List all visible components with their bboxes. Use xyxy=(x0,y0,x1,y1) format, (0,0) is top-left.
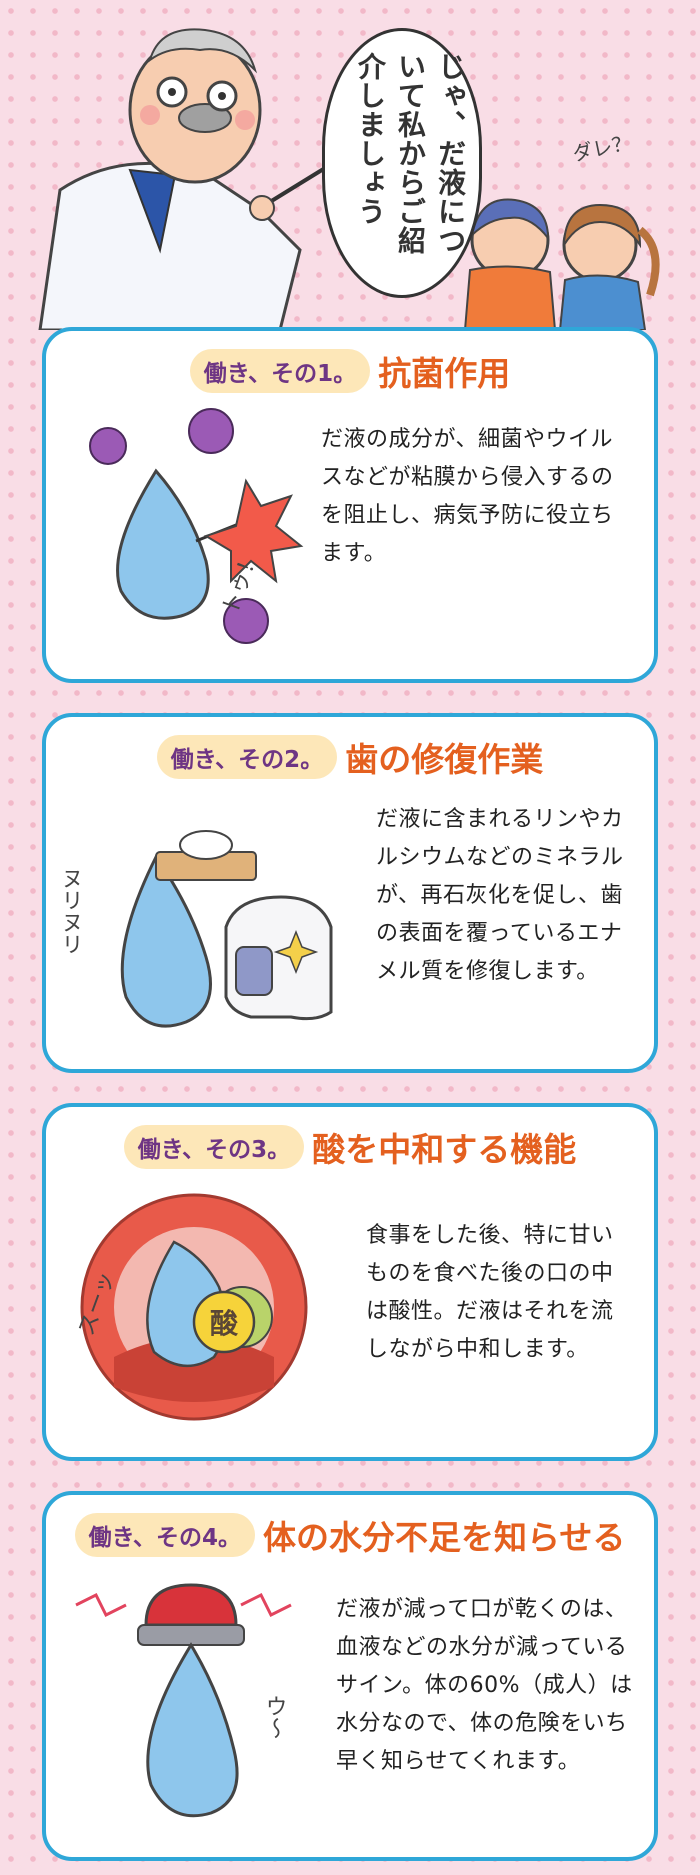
card-tag: 働き、その3。 xyxy=(123,1125,305,1169)
children-illustration xyxy=(463,198,660,330)
siren-icon: ウ〜 xyxy=(75,1583,292,1818)
card-water-shortage: 働き、その4。体の水分不足を知らせる ウ〜 だ液が減って口が乾くのは、血液などの… xyxy=(42,1491,658,1861)
card-body: 食事をした後、特に甘いものを食べた後の口の中は酸性。だ液はそれを流しながら中和し… xyxy=(366,1223,614,1362)
hero-section: じゃ、だ液について私からご紹介しましょう ダレ？ xyxy=(0,0,700,330)
acid-label: 酸 xyxy=(210,1307,239,1340)
card-body: だ液に含まれるリンやカルシウムなどのミネラルが、再石灰化を促し、歯の表面を覆って… xyxy=(376,807,624,984)
card-title: 酸を中和する機能 xyxy=(312,1130,577,1169)
tooth-icon: ヌリヌリ xyxy=(58,830,333,1028)
card-tag: 働き、その1。 xyxy=(189,349,371,393)
card-body: だ液の成分が、細菌やウイルスなどが粘膜から侵入するのを阻止し、病気予防に役立ちま… xyxy=(321,427,614,566)
card-tag: 働き、その4。 xyxy=(74,1513,256,1557)
card-tooth-repair: 働き、その2。歯の修復作業 ヌリヌリ だ液に含まれるリンやカルシウムなどのミネラ… xyxy=(42,713,658,1073)
card-title: 体の水分不足を知らせる xyxy=(263,1518,626,1557)
card-heading: 働き、その1。抗菌作用 xyxy=(46,347,654,395)
card-title: 抗菌作用 xyxy=(378,354,511,393)
card-antibacterial: 働き、その1。抗菌作用 トゥ！ だ液の成分が、細菌やウイルスなどが粘膜から侵入す… xyxy=(42,327,658,683)
card-heading: 働き、その4。体の水分不足を知らせる xyxy=(46,1511,654,1559)
card-title: 歯の修復作業 xyxy=(345,740,544,779)
card-tag: 働き、その2。 xyxy=(156,735,338,779)
card-neutralize-acid: 働き、その3。酸を中和する機能 酸 スーッ 食事をした後、特に甘いものを食べた後… xyxy=(42,1103,658,1461)
germ-icon xyxy=(89,408,269,644)
card4-sfx: ウ〜 xyxy=(262,1695,287,1739)
card-heading: 働き、その3。酸を中和する機能 xyxy=(46,1123,654,1171)
card2-sfx: ヌリヌリ xyxy=(58,867,83,955)
card-body: だ液が減って口が乾くのは、血液などの水分が減っているサイン。体の60%（成人）は… xyxy=(336,1597,633,1774)
speech-text: じゃ、だ液について私からご紹介しましょう xyxy=(354,52,467,255)
doctor-illustration xyxy=(38,28,660,330)
mouth-icon: 酸 スーッ xyxy=(74,1193,308,1421)
speech-bubble xyxy=(322,28,482,298)
water-drop-icon: トゥ！ xyxy=(89,408,304,644)
card-heading: 働き、その2。歯の修復作業 xyxy=(46,733,654,781)
